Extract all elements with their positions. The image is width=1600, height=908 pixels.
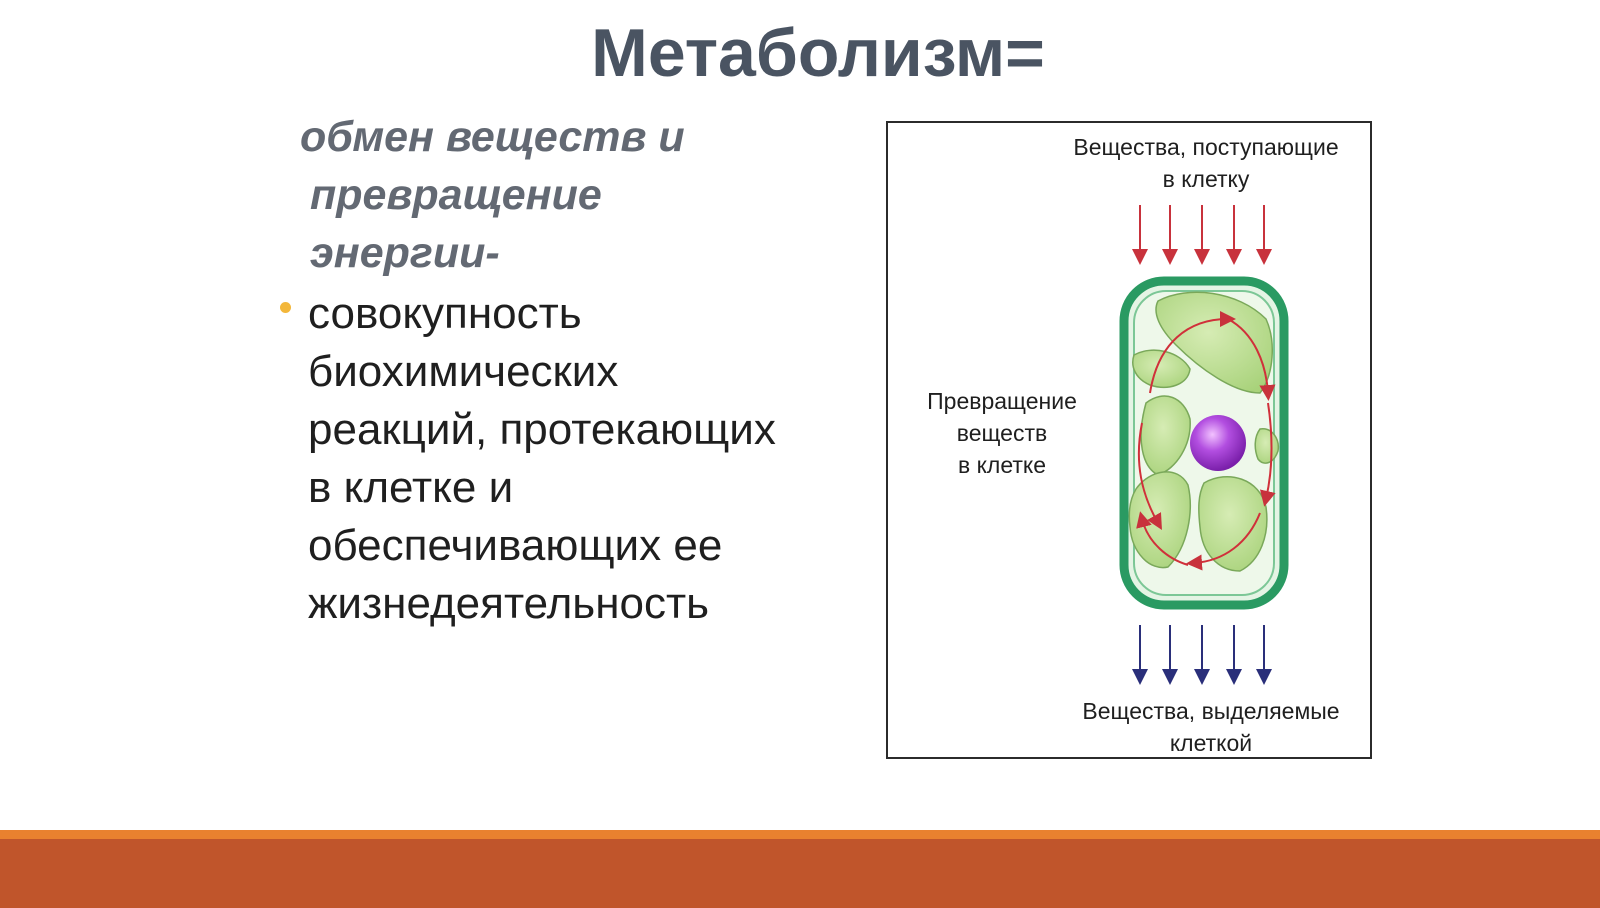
bullet-line: биохимических: [308, 347, 619, 396]
label-line: Вещества, выделяемые: [1082, 698, 1340, 724]
label-line: в клетке: [957, 452, 1047, 478]
nucleus: [1190, 415, 1246, 471]
subtitle-line: обмен веществ и: [300, 113, 685, 161]
label-line: клеткой: [1169, 730, 1253, 756]
plant-cell-illustration: [1119, 205, 1289, 685]
excreted-substances-label: Вещества, выделяемые клеткой: [1046, 695, 1376, 759]
subtitle-line: энергии-: [310, 229, 500, 277]
bullet-line: совокупность: [308, 289, 582, 338]
label-line: в клетку: [1162, 166, 1250, 192]
internal-arrows: [1136, 311, 1276, 571]
incoming-arrows: [1132, 205, 1272, 265]
label-line: Вещества, поступающие: [1073, 134, 1339, 160]
cell-metabolism-figure: Вещества, поступающие в клетку Превращен…: [886, 121, 1372, 759]
bullet-line: реакций, протекающих: [308, 405, 776, 454]
footer-band: [0, 830, 1600, 908]
incoming-substances-label: Вещества, поступающие в клетку: [1038, 131, 1374, 195]
label-line: веществ: [956, 420, 1048, 446]
definition-subtitle: обмен веществ и превращение энергии-: [300, 108, 860, 282]
outgoing-arrows: [1132, 625, 1272, 685]
bullet-definition: совокупность биохимических реакций, прот…: [308, 285, 868, 633]
transformation-label: Превращение веществ в клетке: [902, 385, 1102, 481]
bullet-marker: [280, 302, 291, 313]
bullet-line: жизнедеятельность: [308, 579, 710, 628]
slide-title: Метаболизм=: [591, 15, 1045, 91]
subtitle-line: превращение: [310, 171, 602, 219]
label-line: Превращение: [927, 388, 1077, 414]
bullet-line: обеспечивающих ее: [308, 521, 723, 570]
chloroplasts: [1128, 291, 1280, 572]
bullet-line: в клетке и: [308, 463, 514, 512]
